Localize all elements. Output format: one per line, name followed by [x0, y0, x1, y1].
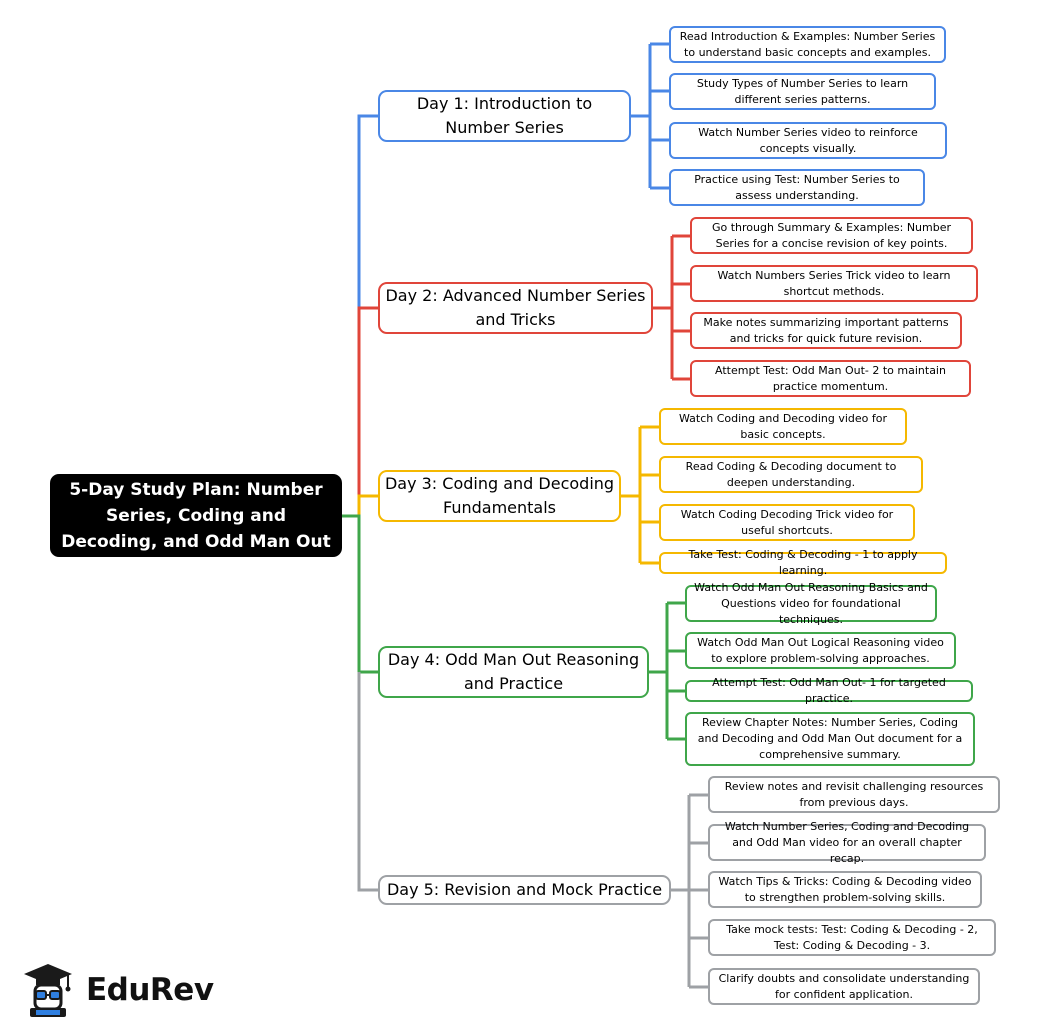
day3-bracket-line [621, 425, 659, 565]
day-2-task-1: Go through Summary & Examples: Number Se… [690, 217, 973, 254]
day-1-task-2: Study Types of Number Series to learn di… [669, 73, 936, 110]
day-5-task-5: Clarify doubts and consolidate understan… [708, 968, 980, 1005]
edurev-logo-text: EduRev [86, 972, 214, 1008]
day-2-task-3: Make notes summarizing important pattern… [690, 312, 962, 349]
day-1-task-1: Read Introduction & Examples: Number Ser… [669, 26, 946, 63]
graduation-cap-student-icon [24, 964, 72, 1017]
day5-bracket-line [671, 793, 708, 989]
day-5-task-3: Watch Tips & Tricks: Coding & Decoding v… [708, 871, 982, 908]
day-3-task-3: Watch Coding Decoding Trick video for us… [659, 504, 915, 541]
day-4-task-4: Review Chapter Notes: Number Series, Cod… [685, 712, 975, 766]
day-5-node: Day 5: Revision and Mock Practice [378, 875, 671, 905]
day-5-task-4: Take mock tests: Test: Coding & Decoding… [708, 919, 996, 956]
day-1-task-4: Practice using Test: Number Series to as… [669, 169, 925, 206]
day-5-task-1: Review notes and revisit challenging res… [708, 776, 1000, 813]
day2-bracket-line [653, 234, 690, 381]
day-3-task-4: Take Test: Coding & Decoding - 1 to appl… [659, 548, 947, 577]
day-3-task-1: Watch Coding and Decoding video for basi… [659, 408, 907, 445]
day-3-task-2: Read Coding & Decoding document to deepe… [659, 456, 923, 493]
day-4-task-3: Attempt Test: Odd Man Out- 1 for targete… [685, 676, 973, 705]
day5-connectors [357, 672, 708, 989]
day-4-task-1: Watch Odd Man Out Reasoning Basics and Q… [685, 581, 937, 626]
day-4-task-2: Watch Odd Man Out Logical Reasoning vide… [685, 632, 956, 669]
root-to-day4-line [342, 514, 378, 674]
day1-bracket-line [631, 42, 669, 190]
day-1-task-3: Watch Number Series video to reinforce c… [669, 122, 947, 159]
day-3-node: Day 3: Coding and Decoding Fundamentals [378, 470, 621, 522]
day4-bracket-line [649, 601, 685, 741]
day2-connectors [357, 234, 690, 516]
day-5-task-2: Watch Number Series, Coding and Decoding… [708, 820, 986, 865]
root-title: 5-Day Study Plan: Number Series, Coding … [50, 474, 342, 557]
day4-connectors [342, 514, 685, 741]
root-to-day3-line [342, 494, 378, 518]
day-2-node: Day 2: Advanced Number Series and Tricks [378, 282, 653, 334]
day-2-task-2: Watch Numbers Series Trick video to lear… [690, 265, 978, 302]
day-4-node: Day 4: Odd Man Out Reasoning and Practic… [378, 646, 649, 698]
root-to-day5-line [357, 672, 378, 892]
day-2-task-4: Attempt Test: Odd Man Out- 2 to maintain… [690, 360, 971, 397]
day-1-node: Day 1: Introduction to Number Series [378, 90, 631, 142]
edurev-logo: EduRev [22, 960, 222, 1020]
root-to-day2-line [357, 306, 378, 516]
